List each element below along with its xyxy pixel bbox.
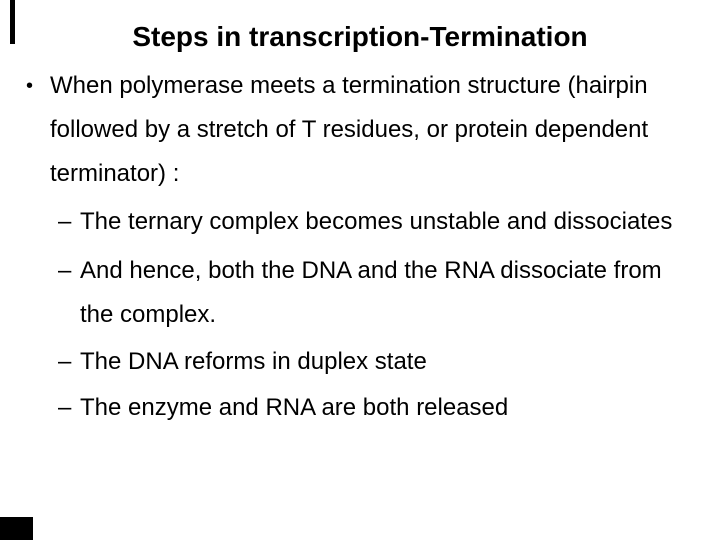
sub-bullet-text: The ternary complex becomes unstable and… bbox=[80, 200, 720, 244]
dash-marker-icon: – bbox=[58, 257, 72, 284]
dash-marker-icon: – bbox=[58, 348, 72, 375]
dash-marker-icon: – bbox=[58, 208, 72, 235]
sub-bullet-item-3: – The DNA reforms in duplex state bbox=[0, 340, 720, 384]
sub-bullet-text: The enzyme and RNA are both released bbox=[80, 386, 720, 430]
scan-artifact-top-left-bar bbox=[10, 0, 15, 44]
sub-bullet-line: the complex. bbox=[80, 301, 217, 328]
main-bullet-text: When polymerase meets a termination stru… bbox=[50, 64, 720, 196]
sub-bullet-text: The DNA reforms in duplex state bbox=[80, 340, 720, 384]
sub-bullet-line: And hence, both the DNA and the RNA diss… bbox=[80, 257, 662, 284]
dash-marker-icon: – bbox=[58, 394, 72, 421]
scan-artifact-bottom-left-box bbox=[0, 517, 33, 540]
sub-bullet-text: And hence, both the DNA and the RNA diss… bbox=[80, 249, 720, 337]
bullet-dot-icon: • bbox=[26, 75, 34, 97]
sub-bullet-line: The DNA reforms in duplex state bbox=[80, 348, 427, 375]
sub-bullet-item-4: – The enzyme and RNA are both released bbox=[0, 386, 720, 430]
main-bullet-line: terminator) : bbox=[50, 160, 180, 187]
sub-bullet-line: The enzyme and RNA are both released bbox=[80, 394, 509, 421]
slide-title: Steps in transcription-Termination bbox=[132, 21, 588, 52]
sub-bullet-line: The ternary complex becomes unstable and… bbox=[80, 208, 673, 235]
sub-bullet-item-1: – The ternary complex becomes unstable a… bbox=[0, 200, 720, 244]
sub-bullet-item-2: – And hence, both the DNA and the RNA di… bbox=[0, 249, 720, 337]
main-bullet-item: • When polymerase meets a termination st… bbox=[0, 64, 720, 196]
main-bullet-line: When polymerase meets a termination stru… bbox=[50, 72, 648, 99]
main-bullet-line: followed by a stretch of T residues, or … bbox=[50, 116, 649, 143]
